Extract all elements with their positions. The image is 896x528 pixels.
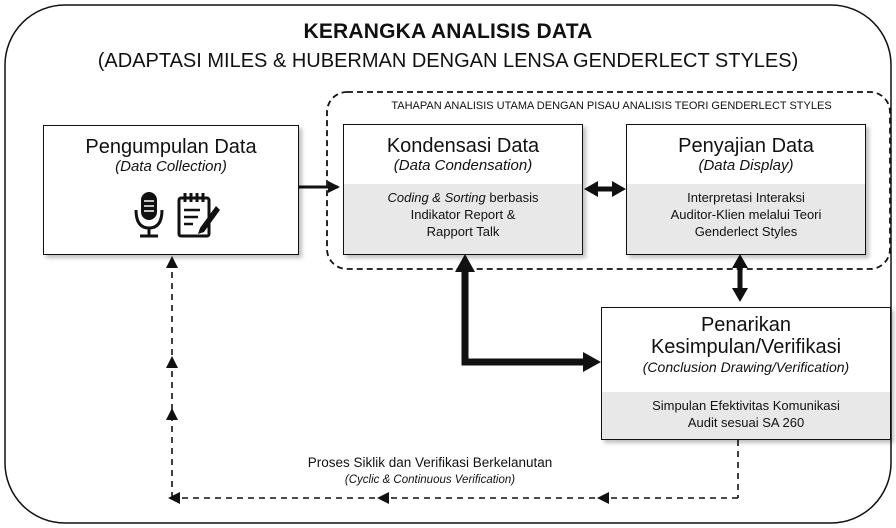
box-subtitle: (Data Collection) bbox=[115, 158, 227, 175]
box-conclusion-drawing: Penarikan Kesimpulan/Verifikasi (Conclus… bbox=[601, 307, 891, 440]
box-subtitle: (Data Condensation) bbox=[393, 157, 533, 174]
box-data-condensation: Kondensasi Data (Data Condensation) Codi… bbox=[343, 124, 583, 255]
box-title-line2: Kesimpulan/Verifikasi bbox=[650, 336, 842, 358]
cycle-arrowhead-1 bbox=[597, 492, 609, 504]
arrow-display-conclusion-bidirectional bbox=[732, 254, 748, 302]
outer-frame bbox=[4, 4, 892, 524]
box-data-display: Penyajian Data (Data Display) Interpreta… bbox=[626, 124, 866, 255]
cycle-arrowhead-2 bbox=[377, 492, 389, 504]
cycle-arrowhead-5 bbox=[166, 356, 178, 368]
diagram-title: KERANGKA ANALISIS DATA bbox=[303, 20, 593, 43]
cycle-arrowhead-3 bbox=[168, 492, 180, 504]
box-description: Simpulan Efektivitas Komunikasi Audit se… bbox=[602, 392, 890, 439]
analysis-stage-group bbox=[326, 91, 891, 270]
box-description: Interpretasi Interaksi Auditor-Klien mel… bbox=[627, 184, 865, 254]
cyclic-feedback-path bbox=[171, 262, 739, 499]
microphone-icon bbox=[134, 192, 164, 238]
cycle-arrowhead-4 bbox=[166, 408, 178, 420]
box-title: Kondensasi Data bbox=[386, 135, 540, 157]
box-title: Penyajian Data bbox=[678, 135, 814, 157]
cycle-arrowhead-6 bbox=[166, 256, 178, 268]
cycle-label: Proses Siklik dan Verifikasi Berkelanuta… bbox=[307, 455, 553, 470]
box-title-line1: Penarikan bbox=[700, 314, 792, 336]
notepad-icon bbox=[177, 193, 220, 238]
arrow-condensation-display-bidirectional bbox=[584, 181, 626, 197]
box-description: Coding & Sorting berbasis Indikator Repo… bbox=[344, 184, 582, 254]
box-subtitle: (Conclusion Drawing/Verification) bbox=[642, 359, 850, 375]
box-data-collection: Pengumpulan Data (Data Collection) bbox=[43, 125, 299, 255]
box-subtitle: (Data Display) bbox=[698, 157, 794, 174]
diagram-subtitle: (ADAPTASI MILES & HUBERMAN DENGAN LENSA … bbox=[97, 50, 799, 72]
stage-group-label: TAHAPAN ANALISIS UTAMA DENGAN PISAU ANAL… bbox=[391, 100, 832, 112]
arrow-condensation-conclusion-bidirectional bbox=[455, 254, 601, 372]
cycle-sublabel: (Cyclic & Continuous Verification) bbox=[344, 474, 516, 486]
box-title: Pengumpulan Data bbox=[85, 136, 257, 158]
